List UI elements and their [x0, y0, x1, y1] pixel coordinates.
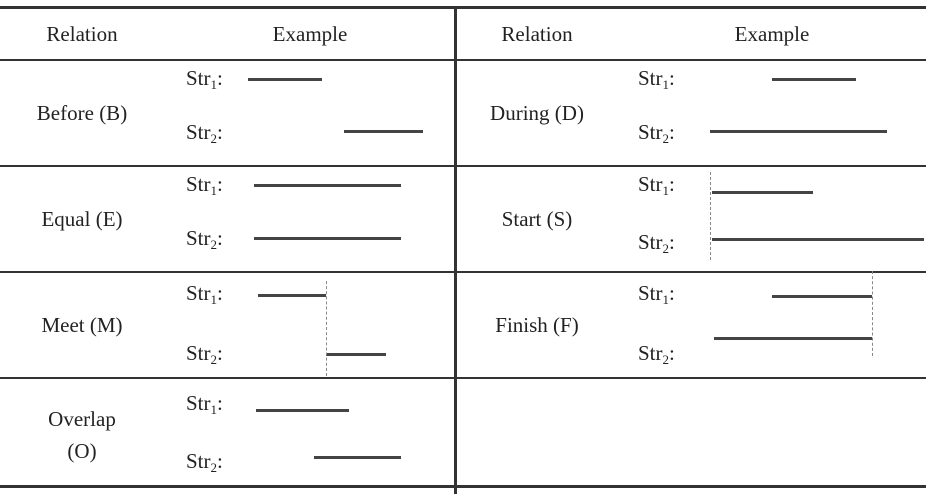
relation-before: Before (B): [36, 101, 128, 125]
overlap-str1-interval: [256, 409, 349, 412]
equal-str2-interval: [254, 237, 401, 240]
during-str1-label: Str1:: [638, 66, 675, 92]
during-str1-interval: [772, 78, 856, 81]
relation-finish: Finish (F): [495, 313, 579, 337]
row-divider-2: [0, 271, 926, 273]
meet-str2-label: Str2:: [186, 341, 223, 367]
finish-str1-label: Str1:: [638, 281, 675, 307]
finish-str2-interval: [714, 337, 872, 340]
table-bottom-border: [0, 485, 926, 488]
during-str2-label: Str2:: [638, 120, 675, 146]
header-relation-right: Relation: [501, 22, 573, 46]
before-str1-interval: [248, 78, 322, 81]
before-str1-label: Str1:: [186, 66, 223, 92]
during-str2-interval: [710, 130, 887, 133]
overlap-str2-label: Str2:: [186, 449, 223, 475]
finish-boundary-marker: [872, 271, 873, 356]
start-boundary-marker: [710, 172, 711, 260]
before-str2-label: Str2:: [186, 120, 223, 146]
meet-str1-label: Str1:: [186, 281, 223, 307]
start-str1-label: Str1:: [638, 172, 675, 198]
meet-boundary-marker: [326, 281, 327, 376]
equal-str1-label: Str1:: [186, 172, 223, 198]
before-str2-interval: [344, 130, 423, 133]
finish-str2-label: Str2:: [638, 341, 675, 367]
column-divider: [454, 6, 457, 494]
row-divider-3: [0, 377, 926, 379]
relation-start: Start (S): [501, 207, 573, 231]
finish-str1-interval: [772, 295, 872, 298]
equal-str1-interval: [254, 184, 401, 187]
relation-overlap: Overlap: [48, 407, 116, 431]
start-str2-label: Str2:: [638, 230, 675, 256]
relation-overlap-line2: (O): [67, 439, 97, 463]
relation-equal: Equal (E): [41, 207, 123, 231]
row-divider-1: [0, 165, 926, 167]
relation-during: During (D): [490, 101, 584, 125]
header-example-left: Example: [272, 22, 348, 46]
header-divider: [0, 59, 926, 61]
start-str2-interval: [712, 238, 924, 241]
relation-meet: Meet (M): [41, 313, 123, 337]
header-example-right: Example: [734, 22, 810, 46]
overlap-str2-interval: [314, 456, 401, 459]
header-relation-left: Relation: [46, 22, 118, 46]
meet-str1-interval: [258, 294, 326, 297]
meet-str2-interval: [326, 353, 386, 356]
overlap-str1-label: Str1:: [186, 391, 223, 417]
start-str1-interval: [712, 191, 813, 194]
equal-str2-label: Str2:: [186, 226, 223, 252]
table-top-border: [0, 6, 926, 9]
